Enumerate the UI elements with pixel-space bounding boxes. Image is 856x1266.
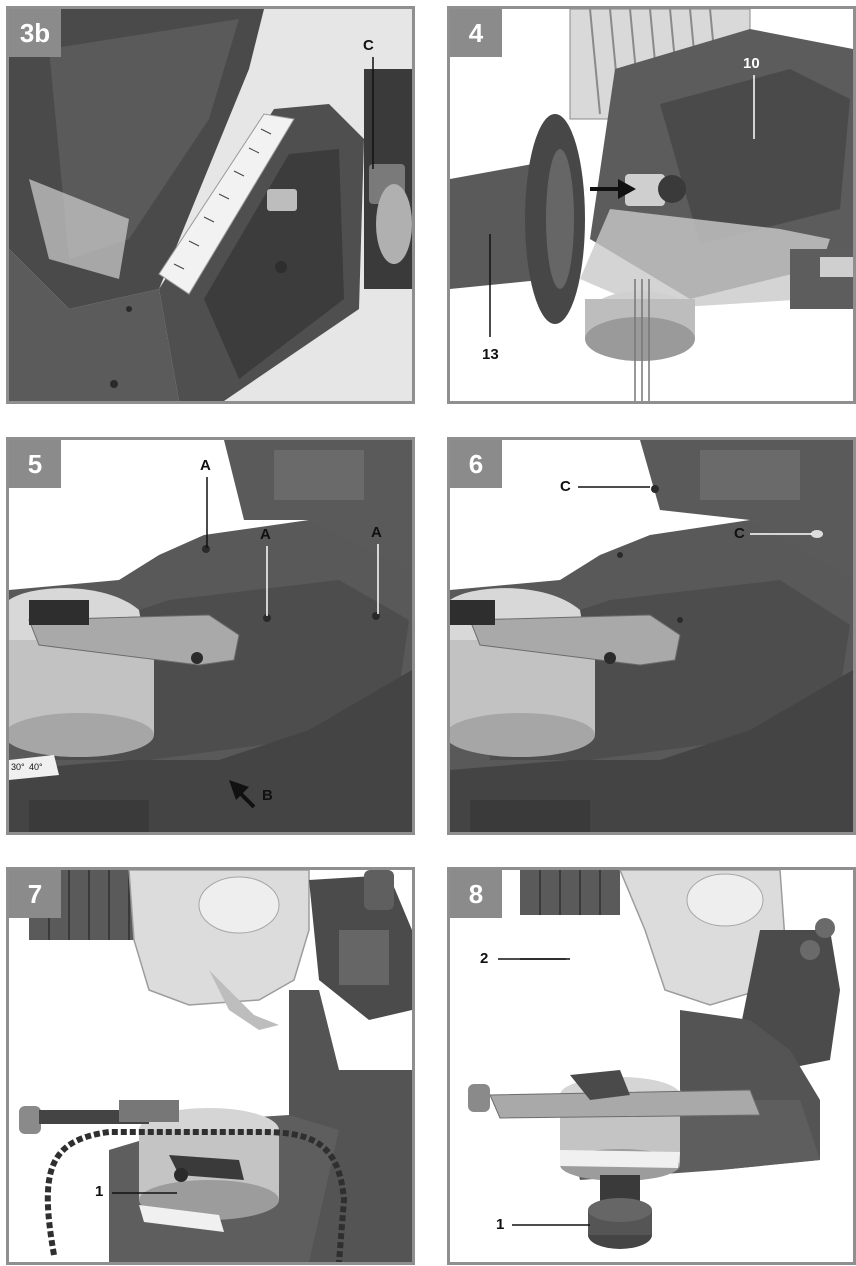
callout-label-b: B	[262, 787, 273, 804]
figure-number-badge: 3b	[9, 9, 61, 57]
figure-4-photo	[450, 9, 853, 401]
callout-label-10: 10	[743, 55, 760, 72]
figure-number-badge: 8	[450, 870, 502, 918]
figure-number-badge: 6	[450, 440, 502, 488]
figure-5-panel: 5 A A A B 30° 40°	[6, 437, 415, 835]
figure-number-badge: 7	[9, 870, 61, 918]
callout-label-a-1: A	[200, 457, 211, 474]
figure-3b-photo	[9, 9, 412, 401]
figure-7-panel: 7 1	[6, 867, 415, 1265]
scale-mark-40: 40°	[29, 762, 43, 772]
callout-label-13: 13	[482, 346, 499, 363]
figure-7-photo	[9, 870, 412, 1262]
figure-number-badge: 4	[450, 9, 502, 57]
figure-4-panel: 4 10 13	[447, 6, 856, 404]
callout-label-c: C	[363, 37, 374, 54]
figure-3b-panel: 3b C	[6, 6, 415, 404]
callout-label-c-2: C	[734, 525, 745, 542]
figure-6-panel: 6 C C	[447, 437, 856, 835]
figure-number-badge: 5	[9, 440, 61, 488]
callout-label-a-2: A	[260, 526, 271, 543]
figure-6-photo	[450, 440, 853, 832]
scale-mark-30: 30°	[11, 762, 25, 772]
figure-5-photo	[9, 440, 412, 832]
callout-label-c-1: C	[560, 478, 571, 495]
callout-label-1: 1	[95, 1183, 104, 1200]
callout-label-1: 1	[496, 1216, 505, 1233]
callout-label-2: 2	[480, 950, 489, 967]
figure-8-photo	[450, 870, 853, 1262]
callout-label-a-3: A	[371, 524, 382, 541]
figure-8-panel: 8 2 1	[447, 867, 856, 1265]
